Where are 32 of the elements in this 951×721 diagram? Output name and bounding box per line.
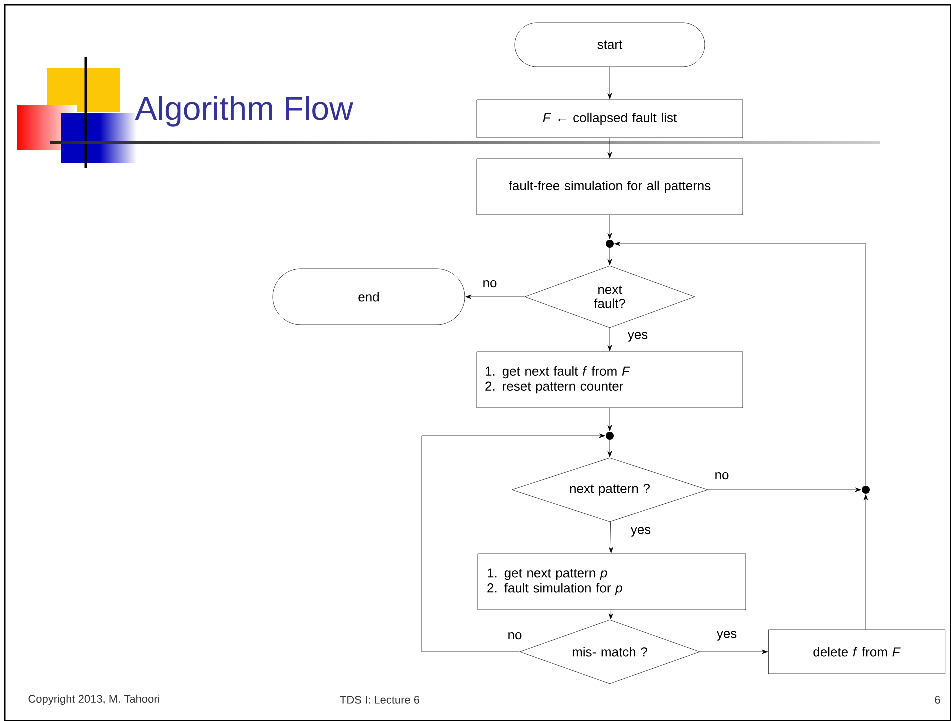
footer-text: 6: [935, 696, 940, 704]
junction-dot: [606, 432, 614, 440]
junction-dot: [862, 486, 870, 494]
arrow: [609, 522, 614, 554]
edge-label: yes: [630, 526, 652, 538]
process-box: 1. get next fault f from F 2. reset pattern counter: [476, 352, 744, 408]
process-box: delete f from F: [768, 630, 946, 674]
edge-label: yes: [626, 331, 650, 343]
junction-dot: [606, 240, 614, 248]
arrow: [864, 494, 868, 630]
arrow: [608, 138, 612, 158]
arrow: [608, 408, 612, 432]
arrow: [608, 67, 612, 100]
arrow: [466, 294, 525, 300]
edge-label: no: [714, 471, 730, 481]
arrow: [608, 248, 612, 266]
edge-label: no: [482, 279, 498, 289]
edge-label: yes: [716, 630, 738, 642]
process-box: fault-free simulation for all patterns: [476, 158, 744, 216]
arrow: [608, 215, 612, 240]
process-box: 1. get next pattern p 2. fault simulation for p: [478, 554, 746, 610]
footer-text: Copyright 2013, M. Tahoori: [28, 694, 160, 706]
arrow: [608, 610, 614, 620]
arrow: [708, 488, 862, 492]
process-box: F ← collapsed fault list: [476, 100, 744, 138]
footer-text: TDS I: Lecture 6: [340, 696, 420, 704]
arrow: [422, 434, 606, 652]
arrow: [608, 440, 612, 458]
arrow: [614, 242, 866, 486]
arrow: [608, 328, 612, 352]
title: Algorithm Flow: [135, 96, 354, 127]
arrow: [700, 650, 768, 654]
